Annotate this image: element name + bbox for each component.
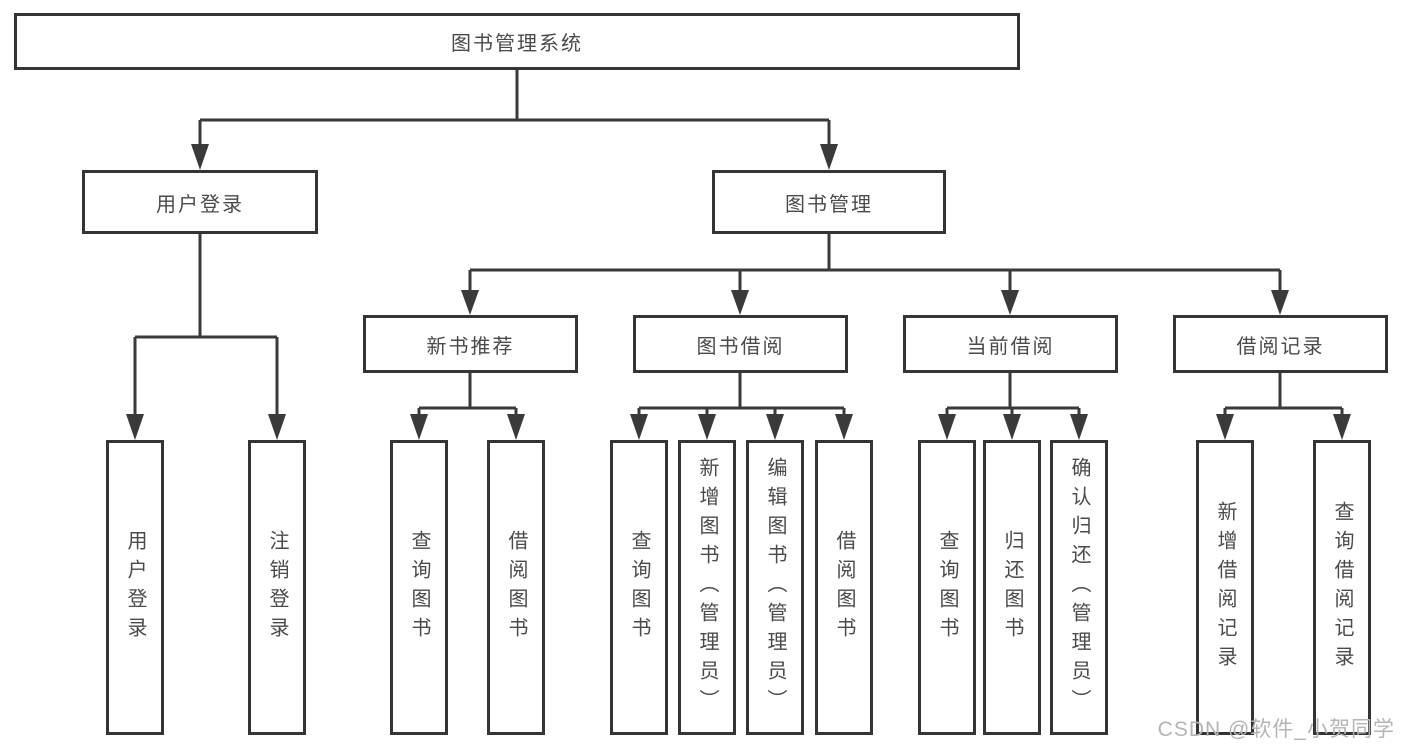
node-book-borrow: 图书借阅	[633, 315, 848, 373]
leaf-query-books-current: 查询图书	[918, 440, 976, 735]
borrow-split-connector	[630, 373, 853, 440]
node-user-login: 用户登录	[82, 170, 318, 234]
user-login-split-connector	[126, 234, 286, 440]
leaf-logout: 注销登录	[248, 440, 306, 735]
csdn-watermark: CSDN @软件_小贺同学	[1157, 718, 1395, 741]
node-current-borrow: 当前借阅	[903, 315, 1118, 373]
leaf-confirm-return-admin: 确认归还（管理员）	[1050, 440, 1108, 735]
node-borrow-records: 借阅记录	[1173, 315, 1388, 373]
leaf-query-books-borrow: 查询图书	[610, 440, 668, 735]
node-root: 图书管理系统	[14, 13, 1020, 70]
leaf-query-borrow-record: 查询借阅记录	[1313, 440, 1371, 735]
records-split-connector	[1216, 373, 1351, 440]
leaf-add-books-admin: 新增图书（管理员）	[678, 440, 736, 735]
leaf-edit-books-admin: 编辑图书（管理员）	[746, 440, 804, 735]
book-mgmt-split-connector	[461, 234, 1289, 315]
root-split-connector	[191, 70, 838, 170]
leaf-borrow-books-newbook: 借阅图书	[487, 440, 545, 735]
leaf-query-books-newbook: 查询图书	[390, 440, 448, 735]
newbook-split-connector	[410, 373, 525, 440]
current-split-connector	[938, 373, 1088, 440]
leaf-user-login: 用户登录	[106, 440, 164, 735]
leaf-return-books: 归还图书	[983, 440, 1041, 735]
node-new-book-recommend: 新书推荐	[363, 315, 578, 373]
leaf-add-borrow-record: 新增借阅记录	[1196, 440, 1254, 735]
node-book-management: 图书管理	[712, 170, 946, 234]
leaf-borrow-books: 借阅图书	[815, 440, 873, 735]
